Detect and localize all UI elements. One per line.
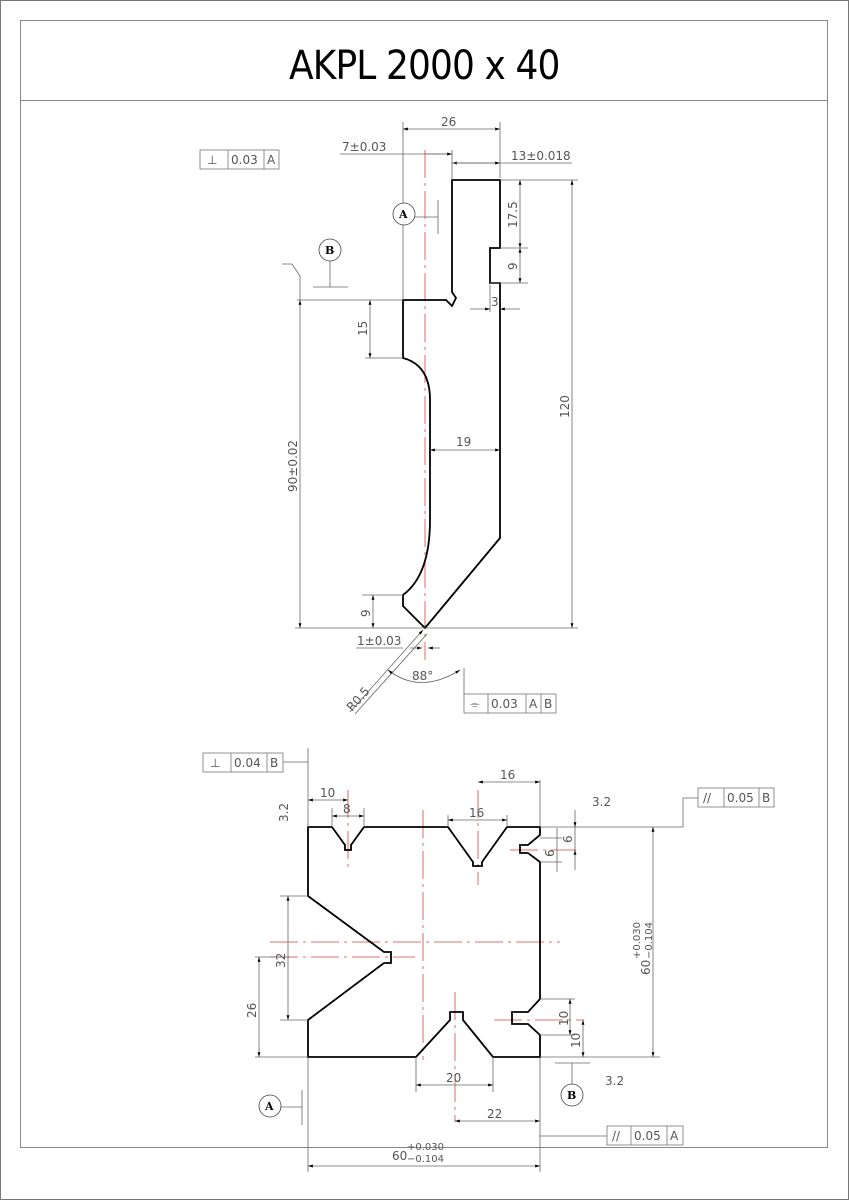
dim-bottom-v-offset: 22 <box>487 1107 502 1121</box>
dim-tip-chamfer: 9 <box>359 609 373 617</box>
dim-width-60: 60 +0.030 −0.104 <box>392 1142 444 1165</box>
dim-height-60: 60 +0.030 −0.104 <box>632 922 655 975</box>
label-radius-top-right: 3.2 <box>592 795 611 809</box>
svg-text:B: B <box>325 244 334 257</box>
fcf-parallelism-b: // 0.05 B <box>680 787 775 828</box>
lower-part-outline <box>307 826 541 1058</box>
svg-text://: // <box>703 791 712 805</box>
dim-tip-height: 90±0.02 <box>286 440 300 492</box>
svg-text:−0.104: −0.104 <box>407 1154 444 1165</box>
label-radius-bottom-right: 3.2 <box>605 1074 624 1088</box>
dim-offset-right: 13±0.018 <box>511 149 571 163</box>
svg-text://: // <box>612 1129 621 1143</box>
svg-text:⌯: ⌯ <box>470 697 480 711</box>
datum-a-upper: A <box>392 200 439 234</box>
datum-b-upper: B <box>282 238 348 300</box>
datum-b-lower: B <box>555 1062 590 1107</box>
svg-text:0.04: 0.04 <box>234 756 261 770</box>
dim-side-slot-bottom-height: 10 <box>569 1033 583 1048</box>
svg-text:⊥: ⊥ <box>210 756 220 770</box>
datum-a-lower: A <box>258 1090 303 1125</box>
fcf-symmetry-upper: ⌯ 0.03 A B <box>463 668 557 714</box>
dim-offset-left: 7±0.03 <box>342 140 386 154</box>
dim-bottom-v-width: 20 <box>446 1071 461 1085</box>
dim-side-slot-bottom: 10 <box>557 1011 571 1026</box>
drawing-title: AKPL 2000 x 40 <box>288 43 560 89</box>
dim-slot-depth: 3 <box>491 295 499 309</box>
fcf-perpendicularity-lower: ⊥ 0.04 B <box>202 752 308 773</box>
dim-tip-offset: 1±0.03 <box>357 634 401 648</box>
fcf-parallelism-a: // 0.05 A <box>540 1125 684 1146</box>
svg-text:A: A <box>267 153 276 167</box>
dim-top-step: 17.5 <box>506 201 520 228</box>
svg-text:B: B <box>567 1089 576 1102</box>
svg-text:+0.030: +0.030 <box>632 922 643 959</box>
dim-groove-small-offset: 10 <box>320 786 335 800</box>
dim-shoulder-height: 15 <box>356 321 370 336</box>
dim-side-slot-top-height: 6 <box>543 849 557 857</box>
svg-text:A: A <box>398 208 408 221</box>
fcf-perpendicularity-upper: ⊥ 0.03 A <box>199 149 280 170</box>
svg-text:0.05: 0.05 <box>634 1129 661 1143</box>
label-radius-top-left: 3.2 <box>277 803 291 822</box>
dim-groove-large-offset: 16 <box>500 768 515 782</box>
upper-part-outline <box>402 179 501 630</box>
dim-side-slot-top: 6 <box>561 835 575 843</box>
dim-total-height: 120 <box>558 395 572 418</box>
svg-text:0.05: 0.05 <box>727 791 754 805</box>
svg-text:60: 60 <box>639 960 653 975</box>
svg-text:0.03: 0.03 <box>231 153 258 167</box>
svg-text:A: A <box>264 1100 274 1113</box>
lower-section-view: 10 8 16 16 3.2 3.2 3.2 6 6 60 +0.030 <box>202 748 775 1172</box>
dim-overall-width: 26 <box>441 115 456 129</box>
svg-text:B: B <box>544 697 552 711</box>
dim-groove-large-width: 16 <box>469 806 484 820</box>
dim-tip-angle: 88° <box>412 669 433 683</box>
upper-profile-view: 26 7±0.03 13±0.018 17.5 9 3 120 15 <box>199 115 578 715</box>
dim-left-v-height: 32 <box>274 953 288 968</box>
dim-slot-height: 9 <box>506 262 520 270</box>
svg-text:−0.104: −0.104 <box>644 922 655 959</box>
drawing-sheet <box>20 20 828 1148</box>
svg-text:60: 60 <box>392 1149 407 1163</box>
svg-text:A: A <box>529 697 538 711</box>
dim-body-width: 19 <box>456 435 471 449</box>
dim-groove-small-width: 8 <box>343 802 351 816</box>
title-block: AKPL 2000 x 40 <box>20 32 828 101</box>
dim-left-v-offset: 26 <box>245 1003 259 1018</box>
svg-text:B: B <box>270 756 278 770</box>
svg-text:B: B <box>762 791 770 805</box>
svg-text:A: A <box>670 1129 679 1143</box>
svg-text:+0.030: +0.030 <box>407 1142 444 1153</box>
svg-text:0.03: 0.03 <box>491 697 518 711</box>
svg-text:⊥: ⊥ <box>207 153 217 167</box>
